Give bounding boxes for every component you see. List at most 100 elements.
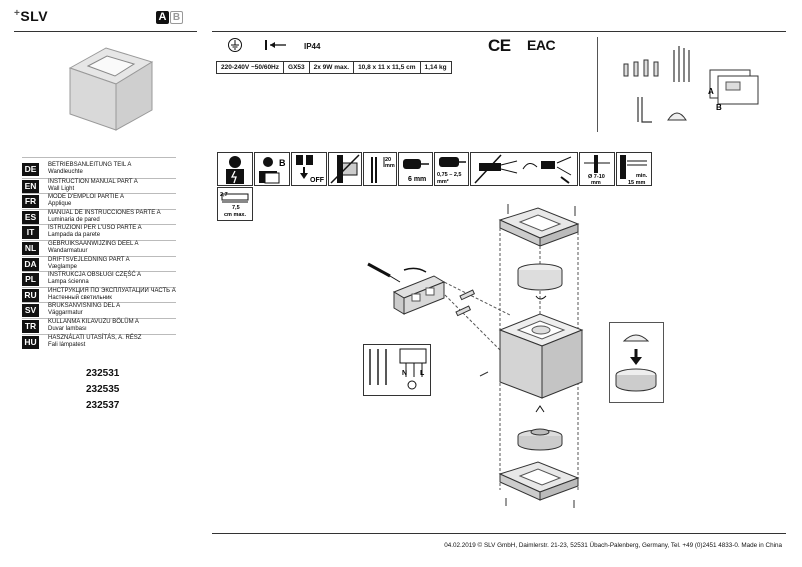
exploded-assembly-drawing [367,204,584,508]
svg-text:mm: mm [591,180,601,185]
language-subtitle: Lampa ścienna [48,279,89,286]
language-code: DE [22,163,39,176]
language-title: BETRIEBSANLEITUNG TEIL A [48,162,132,168]
spec-table: 220-240V ~50/60Hz GX53 2x 9W max. 10,8 x… [216,61,452,74]
language-title: INSTRUKCJA OBSŁUGI CZĘŚĆ A [48,272,142,279]
svg-text:Ø 7-10: Ø 7-10 [588,174,605,180]
language-subtitle: Væglampe [48,263,78,270]
language-title: KULLANMA KILAVUZU BÖLÜM A [48,319,139,325]
kit-label-b: B [716,103,722,112]
language-subtitle: Duvar lambası [48,326,87,332]
language-subtitle: Fali lámpatest [48,341,86,348]
language-subtitle: Wandarmatuur [48,248,88,254]
no-mount-surface-icon [328,152,362,186]
header-rule-right [212,31,786,32]
kit-label-a: A [708,87,714,96]
ground-symbol-icon [228,38,242,52]
language-subtitle: Luminaria de pared [48,216,100,223]
language-code: PL [22,273,39,287]
svg-text:6 mm: 6 mm [408,176,426,183]
parts-kit-illustration: A B [623,46,759,123]
svg-text:2,7: 2,7 [220,192,228,198]
language-subtitle: Applique [48,201,72,208]
language-title: GEBRUIKSAANWIJZING DEEL A [48,241,139,247]
footer-text: 04.02.2019 © SLV GmbH, Daimlerstr. 21-23… [444,542,782,549]
product-cube-image [68,47,154,131]
article-number: 232537 [86,400,120,411]
svg-text:0,75 – 2,5: 0,75 – 2,5 [437,172,461,178]
article-number: 232531 [86,368,120,379]
language-subtitle: Väggarmatur [48,310,83,317]
mounting-surface-icon [265,40,286,50]
lang-top-rule [22,157,176,158]
wire-n-label: N [402,370,407,377]
svg-text:7,5: 7,5 [232,205,240,211]
svg-text:mm: mm [385,163,395,169]
language-code: IT [22,226,39,240]
language-subtitle: Lampada da parete [48,232,101,239]
eac-mark-icon: EAC [527,37,556,53]
lamp-insert-inset [609,322,664,403]
header-rule [14,31,197,32]
language-title: BRUKSANVISNING DEL A [48,303,121,310]
brand-logo: +SLV [14,8,49,24]
wire-l-label: L [420,370,425,377]
part-a-badge: A [156,11,169,24]
language-code: SV [22,304,39,318]
svg-text:OFF: OFF [310,177,325,184]
cable-prep-icon [470,152,578,186]
language-title: ИНСТРУКЦИЯ ПО ЭКСПЛУАТАЦИИ ЧАСТЬ А [48,287,176,294]
language-subtitle: Wall Light [48,185,75,192]
svg-text:B: B [279,158,286,168]
ce-mark-icon: C E [488,36,511,55]
power-off-icon: OFF [291,152,327,186]
ip-rating: IP44 [304,42,321,51]
svg-text:mm²: mm² [437,178,449,185]
language-code: RU [22,288,39,302]
language-code: DA [22,257,39,271]
part-b-badge: B [170,11,183,24]
spec-power: 2x 9W max. [310,62,355,73]
language-title: ISTRUZIONI PER L'USO PARTE A [48,225,142,232]
language-code: EN [22,179,39,193]
language-title: MODE D'EMPLOI PARTIE A [48,194,124,201]
read-manual-icon: B [254,152,290,186]
spec-weight: 1,14 kg [424,64,447,71]
language-code: TR [22,320,39,333]
min-distance-icon: min.15 mm [616,152,652,186]
svg-text:20: 20 [385,157,391,163]
language-title: DRIFTSVEJLEDNING PART A [48,256,130,263]
language-title: HASZNÁLATI UTASÍTÁS, A. RÉSZ [48,334,142,341]
wiring-inset: N L [363,344,431,396]
language-title: INSTRUCTION MANUAL PART A [48,178,138,185]
strip-6mm-icon: 6 mm [398,152,433,186]
spec-dimensions: 10,8 x 11 x 11,5 cm [354,62,421,73]
language-code: FR [22,195,39,209]
svg-text:15 mm: 15 mm [628,180,646,185]
language-subtitle: Настенный светильник [48,294,112,301]
footer-rule [212,533,786,534]
spec-socket: GX53 [284,62,310,73]
article-number: 232535 [86,384,120,395]
section-divider [597,37,598,132]
svg-text:cm max.: cm max. [224,212,246,218]
language-code: HU [22,335,39,349]
electrician-icon [217,152,253,186]
language-code: NL [22,242,39,255]
language-title: MANUAL DE INSTRUCCIONES PARTE A [48,209,161,216]
